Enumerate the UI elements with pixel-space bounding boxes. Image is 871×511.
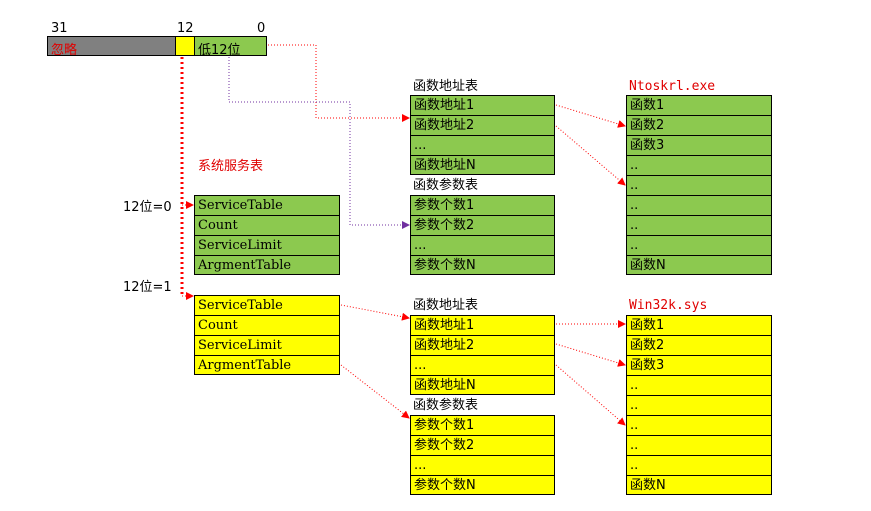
table-row: 函数地址1	[411, 316, 554, 336]
table-row: 参数个数2	[411, 216, 554, 236]
bit12-one-label: 12位=1	[123, 280, 172, 295]
table-row: ServiceTable	[195, 296, 339, 316]
table-row: ..	[627, 396, 771, 416]
table-row: ..	[627, 416, 771, 436]
func-param-table-yellow: 参数个数1 参数个数2 ... 参数个数N	[410, 415, 555, 495]
table-row: ArgmentTable	[198, 358, 292, 373]
low12-to-param-arrow	[228, 57, 410, 229]
bit-0-label: 0	[257, 21, 266, 36]
table-row: ...	[411, 356, 554, 376]
table-row: 参数个数1	[411, 196, 554, 216]
low12-to-addr-arrow	[268, 44, 410, 122]
table-row: 函数地址1	[411, 96, 554, 116]
table-row: ..	[627, 456, 771, 476]
table-row: 函数地址N	[414, 158, 476, 173]
table-row: 函数2	[627, 116, 771, 136]
addr2-to-func-arrow	[555, 125, 626, 186]
table-row: 函数3	[627, 136, 771, 156]
table-row: ArgmentTable	[198, 258, 292, 273]
func-addr-table-yellow: 函数地址1 函数地址2 ... 函数地址N	[410, 315, 555, 395]
service-table-green: ServiceTable Count ServiceLimit ArgmentT…	[194, 195, 340, 275]
service-table-title: 系统服务表	[198, 159, 264, 174]
table-row: ServiceLimit	[195, 236, 339, 256]
table-row: 函数N	[630, 478, 666, 493]
table-row: 参数个数1	[411, 416, 554, 436]
table-row: ServiceTable	[195, 196, 339, 216]
table-row: ..	[627, 156, 771, 176]
table-row: 参数个数2	[411, 436, 554, 456]
table-row: Count	[195, 216, 339, 236]
bit-31-label: 31	[51, 21, 68, 36]
ignore-field: 忽略	[47, 36, 176, 58]
func-addr-table-green: 函数地址1 函数地址2 ... 函数地址N	[410, 95, 555, 175]
table-row: ...	[411, 236, 554, 256]
func-addr-title-yellow: 函数地址表	[413, 298, 479, 313]
argtable-to-param-arrow	[340, 364, 410, 419]
ntoskrnl-title: Ntoskrl.exe	[629, 79, 716, 94]
table-row: 函数地址2	[411, 336, 554, 356]
table-row: ...	[411, 136, 554, 156]
service-table-yellow: ServiceTable Count ServiceLimit ArgmentT…	[194, 295, 340, 375]
table-row: 函数2	[627, 336, 771, 356]
table-row: 函数N	[630, 258, 666, 273]
ntoskrnl-table: 函数1 函数2 函数3 .. .. .. .. .. 函数N	[626, 95, 772, 275]
ignore-label: 忽略	[51, 43, 78, 58]
func-param-table-green: 参数个数1 参数个数2 ... 参数个数N	[410, 195, 555, 275]
table-row: 函数地址N	[414, 378, 476, 393]
table-row: Count	[195, 316, 339, 336]
func-param-title-yellow: 函数参数表	[413, 398, 479, 413]
table-row: 函数1	[627, 316, 771, 336]
win32k-table: 函数1 函数2 函数3 .. .. .. .. .. 函数N	[626, 315, 772, 495]
table-row: 函数3	[627, 356, 771, 376]
table-row: ServiceLimit	[195, 336, 339, 356]
addr3-to-win-func-arrow	[555, 364, 626, 426]
table-row: ...	[411, 456, 554, 476]
win32k-title: Win32k.sys	[629, 298, 708, 313]
low12-label: 低12位	[198, 43, 241, 58]
func-param-title-green: 函数参数表	[413, 178, 479, 193]
addr1-to-func2-arrow	[555, 104, 626, 128]
servicetable-to-addr-arrow	[340, 304, 410, 321]
table-row: ..	[627, 196, 771, 216]
bit12-zero-label: 12位=0	[123, 200, 172, 215]
table-row: 函数地址2	[411, 116, 554, 136]
bit-12-label: 12	[177, 21, 194, 36]
table-row: 参数个数N	[414, 478, 476, 493]
low12-field: 低12位	[194, 36, 267, 58]
table-row: ..	[627, 236, 771, 256]
table-row: ..	[627, 436, 771, 456]
addr2-to-win-func3-arrow	[555, 343, 626, 367]
table-row: 函数1	[627, 96, 771, 116]
table-row: ..	[627, 376, 771, 396]
func-addr-title-green: 函数地址表	[413, 79, 479, 94]
table-row: 参数个数N	[414, 258, 476, 273]
table-row: ..	[627, 176, 771, 196]
table-row: ..	[627, 216, 771, 236]
